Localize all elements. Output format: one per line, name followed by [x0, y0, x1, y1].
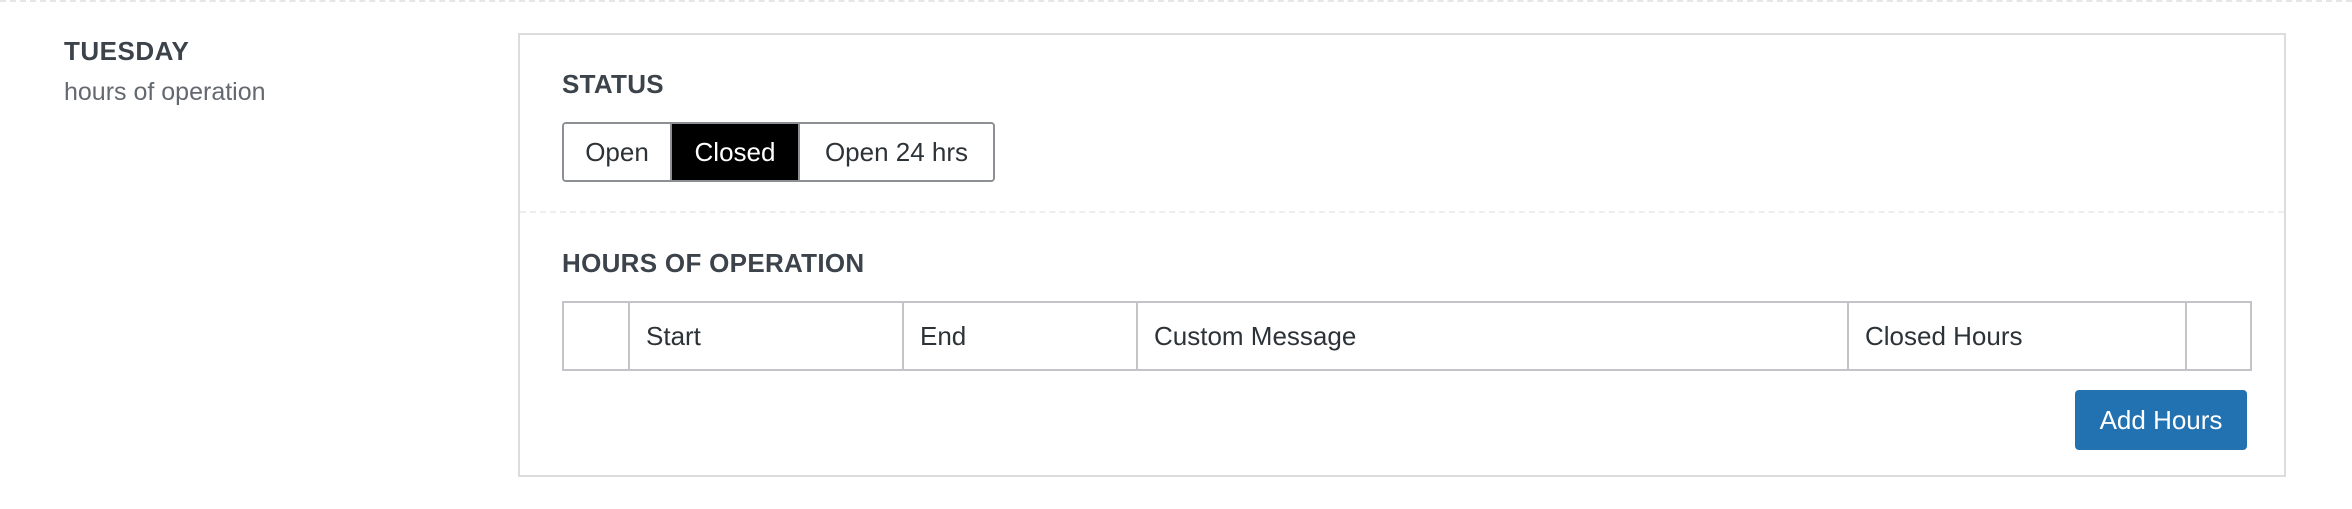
- status-open-24-button[interactable]: Open 24 hrs: [800, 124, 993, 180]
- day-hours-panel: STATUS Open Closed Open 24 hrs HOURS OF …: [518, 33, 2286, 477]
- column-start: Start: [630, 303, 904, 369]
- status-closed-button[interactable]: Closed: [672, 124, 800, 180]
- column-end: End: [904, 303, 1138, 369]
- status-open-button[interactable]: Open: [564, 124, 672, 180]
- status-title: STATUS: [562, 69, 664, 99]
- section-divider: [520, 211, 2284, 213]
- day-subtitle: hours of operation: [64, 78, 266, 106]
- status-toggle-group: Open Closed Open 24 hrs: [562, 122, 995, 182]
- add-hours-button[interactable]: Add Hours: [2075, 390, 2247, 450]
- day-name: TUESDAY: [64, 36, 190, 66]
- column-handle: [564, 303, 630, 369]
- column-actions: [2187, 303, 2250, 369]
- hours-table-header: Start End Custom Message Closed Hours: [562, 301, 2252, 371]
- hours-title: HOURS OF OPERATION: [562, 248, 865, 278]
- column-custom-message: Custom Message: [1138, 303, 1849, 369]
- column-closed-hours: Closed Hours: [1849, 303, 2187, 369]
- top-divider: [0, 0, 2352, 2]
